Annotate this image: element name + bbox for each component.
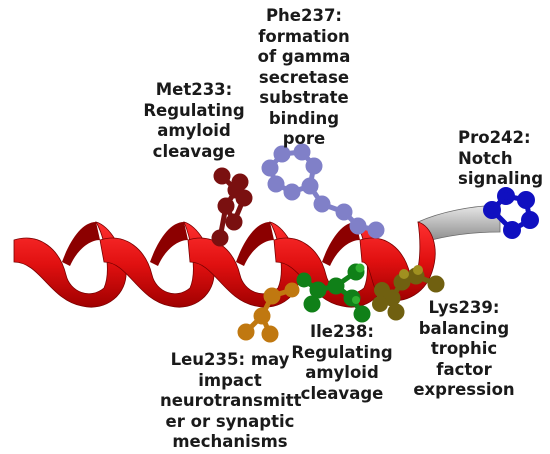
lys239-atoms-highlight [399,265,423,279]
lys239-residue [372,267,445,321]
pro242-residue [483,187,539,239]
label-lys239: Lys239: balancing trophic factor express… [413,298,515,399]
label-leu235: Leu235: may impact neurotransmitt er or … [160,350,302,451]
label-phe237: Phe237: formation of gamma secretase sub… [257,6,351,148]
helix-ribbon-back [62,222,360,266]
met233-residue [211,167,253,247]
ile238-atoms-highlight [352,263,365,304]
label-pro242: Pro242: Notch signaling [458,128,544,188]
leu235-residue [237,282,300,343]
phe237-residue [261,143,385,239]
label-met233: Met233: Regulating amyloid cleavage [143,80,245,161]
label-ile238: Ile238: Regulating amyloid cleavage [291,322,393,403]
